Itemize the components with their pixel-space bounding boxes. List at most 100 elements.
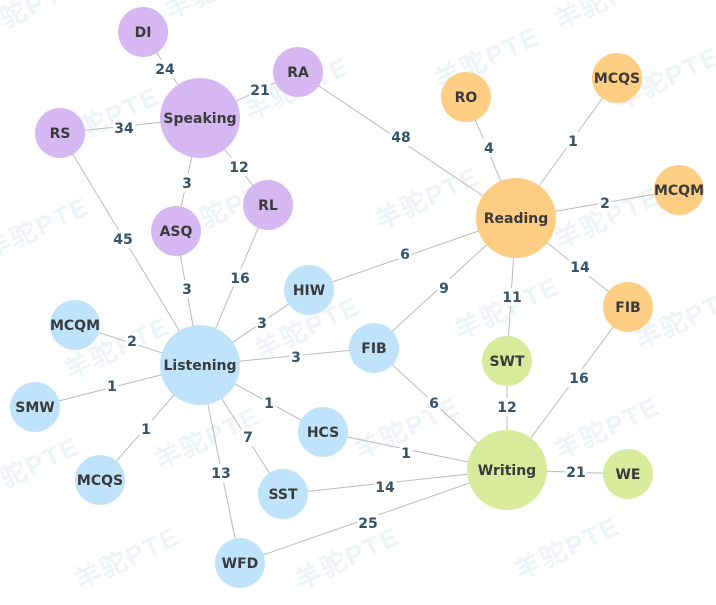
node-hcs[interactable]: HCS	[298, 407, 348, 457]
edge-weight-background	[357, 514, 379, 532]
edge-weight-background	[374, 478, 396, 496]
edge-weight-label: 1	[107, 379, 117, 395]
edge-weight-background	[113, 119, 135, 137]
node-circle[interactable]	[654, 165, 704, 215]
node-swt[interactable]: SWT	[482, 336, 532, 386]
node-label: RS	[50, 126, 71, 142]
edge-weight-label: 16	[230, 271, 249, 287]
watermark-text: 羊驼PTE	[510, 511, 625, 586]
node-circle[interactable]	[151, 206, 201, 256]
watermark-text: 羊驼PTE	[450, 271, 565, 346]
edge-weight-background	[139, 420, 153, 438]
node-mcqs_r[interactable]: MCQS	[592, 53, 642, 103]
node-circle[interactable]	[467, 430, 547, 510]
edge-weight-background	[241, 428, 255, 446]
node-circle[interactable]	[603, 449, 653, 499]
node-circle[interactable]	[349, 323, 399, 373]
node-smw[interactable]: SMW	[10, 382, 60, 432]
edge-weight-background	[125, 332, 139, 350]
node-mcqs_l[interactable]: MCQS	[75, 455, 125, 505]
node-circle[interactable]	[10, 382, 60, 432]
edge-weight-background	[105, 377, 119, 395]
node-label: DI	[135, 25, 152, 41]
node-circle[interactable]	[35, 108, 85, 158]
edge-weight-label: 1	[264, 396, 274, 412]
node-label: RA	[287, 65, 309, 81]
node-circle[interactable]	[592, 53, 642, 103]
node-circle[interactable]	[243, 180, 293, 230]
edge-weight-background	[501, 288, 523, 306]
node-hiw[interactable]: HIW	[284, 265, 334, 315]
node-reading[interactable]: Reading	[476, 178, 556, 258]
node-label: SWT	[489, 354, 525, 370]
node-circle[interactable]	[476, 178, 556, 258]
edge-weight-background	[262, 394, 276, 412]
node-circle[interactable]	[118, 7, 168, 57]
edge-weight-label: 4	[484, 141, 494, 157]
node-sst[interactable]: SST	[258, 469, 308, 519]
node-circle[interactable]	[441, 72, 491, 122]
edge-weight-background	[390, 128, 412, 146]
edge-weight-label: 2	[127, 334, 137, 350]
edge-weight-label: 48	[391, 130, 410, 146]
node-ra[interactable]: RA	[273, 47, 323, 97]
node-mcqm_l[interactable]: MCQM	[50, 300, 100, 350]
node-wfd[interactable]: WFD	[215, 538, 265, 588]
node-circle[interactable]	[215, 538, 265, 588]
node-circle[interactable]	[298, 407, 348, 457]
node-circle[interactable]	[75, 455, 125, 505]
edge-weight-label: 2	[600, 196, 610, 212]
node-label: SMW	[15, 400, 54, 416]
node-label: Writing	[478, 463, 536, 479]
edge-weight-label: 12	[497, 400, 516, 416]
edge-weight-label: 1	[568, 134, 578, 150]
edge-weight-background	[180, 174, 194, 192]
node-asq[interactable]: ASQ	[151, 206, 201, 256]
node-label: Reading	[484, 211, 549, 227]
watermark-text: 羊驼PTE	[70, 521, 185, 596]
edge-weight-label: 1	[141, 422, 151, 438]
node-label: Listening	[164, 358, 237, 374]
edge-weight-background	[154, 60, 176, 78]
node-rl[interactable]: RL	[243, 180, 293, 230]
watermark-text: 羊驼PTE	[550, 181, 665, 256]
node-label: MCQS	[594, 71, 640, 87]
node-we[interactable]: WE	[603, 449, 653, 499]
node-label: MCQS	[77, 473, 123, 489]
node-ro[interactable]: RO	[441, 72, 491, 122]
edge-weight-background	[496, 398, 518, 416]
edge-weight-background	[249, 81, 271, 99]
edge-weight-background	[289, 348, 303, 366]
node-label: MCQM	[654, 183, 704, 199]
node-circle[interactable]	[603, 282, 653, 332]
node-circle[interactable]	[273, 47, 323, 97]
watermark-text: 羊驼PTE	[370, 161, 485, 236]
node-label: ASQ	[160, 224, 193, 240]
node-writing[interactable]: Writing	[467, 430, 547, 510]
node-circle[interactable]	[482, 336, 532, 386]
node-circle[interactable]	[160, 78, 240, 158]
node-fib_l[interactable]: FIB	[349, 323, 399, 373]
node-listening[interactable]: Listening	[160, 325, 240, 405]
node-fib_r[interactable]: FIB	[603, 282, 653, 332]
watermark-text: 羊驼PTE	[0, 191, 95, 266]
edge-weight-label: 25	[358, 516, 377, 532]
edge-rs-listening	[59, 132, 201, 366]
node-label: FIB	[361, 341, 386, 357]
edge-weight-background	[598, 194, 612, 212]
node-circle[interactable]	[50, 300, 100, 350]
node-mcqm_r[interactable]: MCQM	[654, 165, 704, 215]
edge-weight-background	[398, 245, 412, 263]
edge-weight-background	[566, 132, 580, 150]
node-rs[interactable]: RS	[35, 108, 85, 158]
node-di[interactable]: DI	[118, 7, 168, 57]
edge-weight-label: 11	[502, 290, 521, 306]
node-circle[interactable]	[160, 325, 240, 405]
edge-weight-label: 1	[401, 446, 411, 462]
edge-weight-background	[427, 394, 441, 412]
edge-weight-label: 3	[291, 350, 301, 366]
node-speaking[interactable]: Speaking	[160, 78, 240, 158]
node-circle[interactable]	[284, 265, 334, 315]
node-circle[interactable]	[258, 469, 308, 519]
